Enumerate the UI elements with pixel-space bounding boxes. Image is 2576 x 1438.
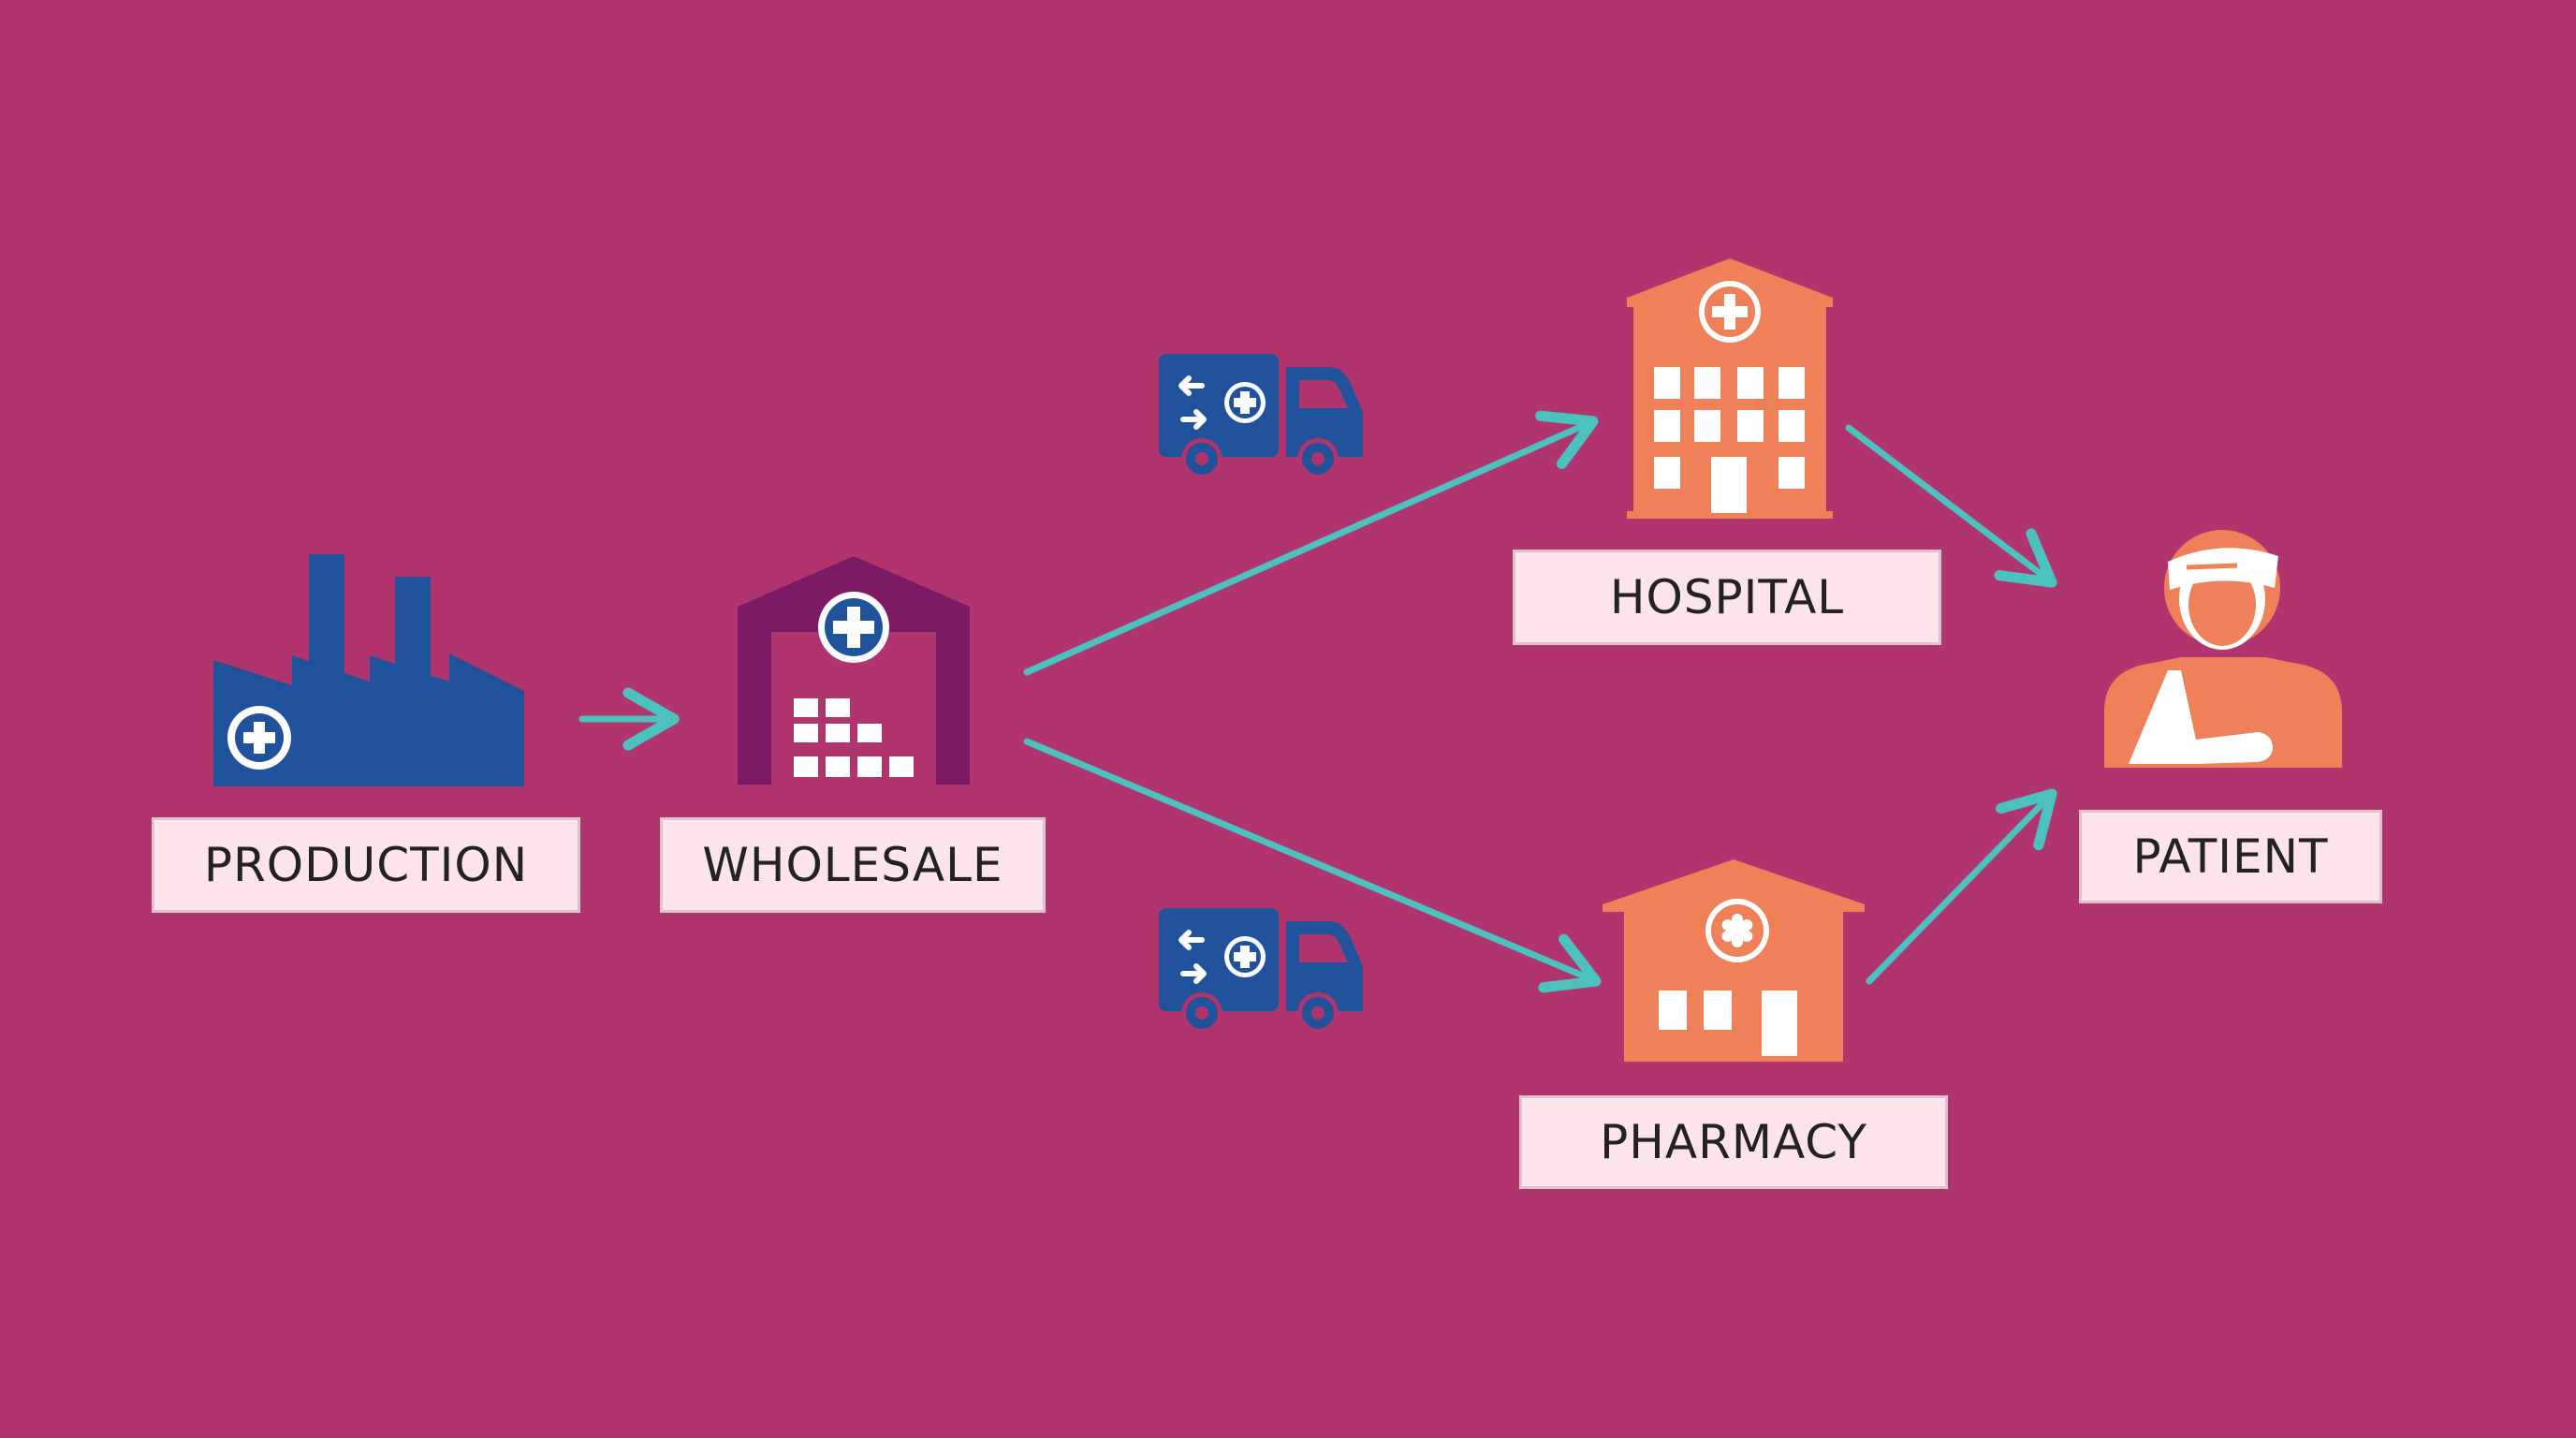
production-label: PRODUCTION — [203, 838, 529, 892]
arrow-wholesale-to-pharmacy — [1023, 738, 1602, 993]
node-label-pharmacy: PHARMACY — [1519, 1095, 1948, 1189]
node-label-patient: PATIENT — [2079, 810, 2382, 903]
delivery-truck-icon — [1159, 908, 1363, 1034]
wholesale-label: WHOLESALE — [702, 838, 1003, 892]
pharmacy-icon — [1603, 859, 1865, 1062]
pharmacy-label: PHARMACY — [1600, 1115, 1867, 1169]
arrow-pharmacy-to-patient — [1866, 788, 2057, 985]
patient-icon — [2104, 530, 2342, 768]
delivery-truck-icon — [1159, 354, 1363, 479]
flow-arrows — [578, 410, 2057, 993]
factory-icon — [213, 554, 524, 786]
hospital-icon — [1627, 258, 1833, 519]
node-label-hospital: HOSPITAL — [1513, 550, 1941, 645]
patient-label: PATIENT — [2132, 829, 2329, 884]
node-label-production: PRODUCTION — [152, 817, 580, 913]
warehouse-icon — [738, 556, 970, 785]
arrow-hospital-to-patient — [1845, 424, 2057, 588]
arrow-wholesale-to-hospital — [1023, 410, 1599, 676]
hospital-label: HOSPITAL — [1609, 570, 1845, 624]
node-label-wholesale: WHOLESALE — [660, 817, 1046, 913]
